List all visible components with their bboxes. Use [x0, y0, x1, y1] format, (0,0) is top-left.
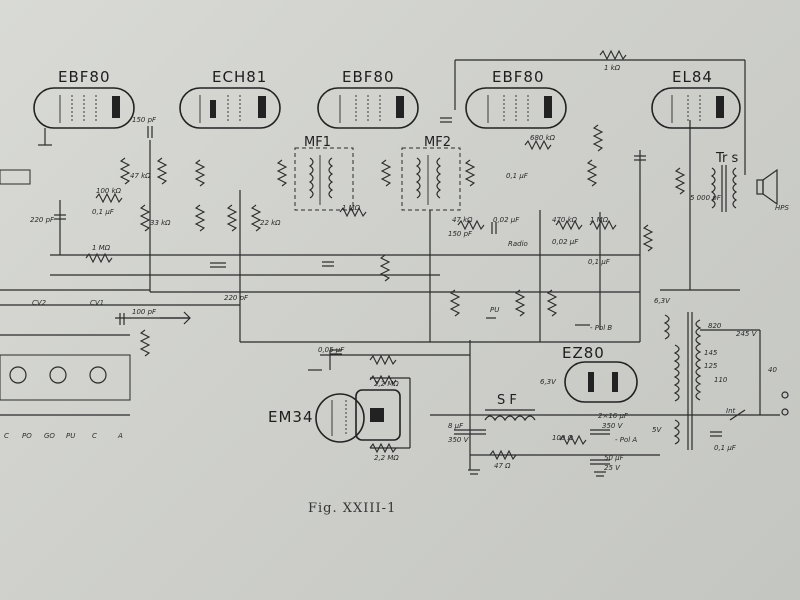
- block-labels: MF1 MF2 Tr s S F HPS CV2 CV1 Radio PU - …: [32, 135, 789, 444]
- label-6v3-b: 6,3V: [540, 378, 557, 386]
- tube-ebf80-b: [317, 87, 419, 129]
- value-47k: 47 kΩ: [130, 172, 151, 180]
- if-transformer-mf2: [401, 147, 461, 211]
- value-220pf: 220 pF: [30, 216, 55, 224]
- value-50uf: 50 µF: [604, 454, 625, 462]
- bottom-terminal-labels: C PO GO PU C A: [4, 432, 123, 440]
- label-cv2: CV2: [32, 299, 47, 307]
- if-transformer-mf1: [294, 147, 354, 211]
- terminal-label: PU: [66, 432, 75, 440]
- value-2-2mohm-b: 2,2 MΩ: [374, 454, 399, 462]
- value-150pf-b: 150 pF: [448, 230, 473, 238]
- terminal-label: A: [117, 432, 123, 440]
- value-0-1uf: 0,1 µF: [92, 208, 115, 216]
- value-47k-b: 47 kΩ: [452, 216, 473, 224]
- label-pu: PU: [490, 306, 499, 314]
- value-0-02uf: 0,02 µF: [493, 216, 520, 224]
- value-5000pf: 5 000 pF: [690, 194, 722, 202]
- label-el84: EL84: [672, 68, 713, 86]
- value-47ohm: 47 Ω: [494, 462, 511, 470]
- terminal-label: C: [92, 432, 97, 440]
- label-ech81: ECH81: [212, 68, 267, 86]
- power-transformer: [663, 312, 702, 450]
- value-1mohm-b: 1 MΩ: [342, 204, 361, 212]
- label-pol-b: - Pol B: [590, 324, 612, 332]
- tap-245v: 245 V: [736, 330, 758, 338]
- label-ez80: EZ80: [562, 344, 605, 362]
- tube-em34: [315, 389, 401, 443]
- label-trs: Tr s: [715, 151, 739, 166]
- terminal-label: C: [4, 432, 9, 440]
- value-470k: 470 kΩ: [552, 216, 578, 224]
- value-0-1uf-b: 0,1 µF: [506, 172, 529, 180]
- tube-el84: [651, 87, 741, 129]
- label-cv1: CV1: [90, 299, 104, 307]
- value-8uf: 8 µF: [448, 422, 464, 430]
- label-em34: EM34: [268, 408, 314, 426]
- value-0-1uf-d: 0,1 µF: [714, 444, 737, 452]
- label-int: Int: [726, 407, 736, 415]
- resistors: [85, 49, 686, 461]
- value-100pf: 100 pF: [132, 308, 157, 316]
- label-pol-a: - Pol A: [615, 436, 637, 444]
- tube-ez80: [564, 361, 638, 403]
- value-0-05uf: 0,05 µF: [318, 346, 345, 354]
- value-2-2mohm: 2,2 MΩ: [374, 380, 399, 388]
- terminal-label: PO: [22, 432, 32, 440]
- mains-plug-icon: [729, 391, 789, 421]
- oscillator-coils: [0, 169, 131, 401]
- value-350v: 350 V: [448, 436, 470, 444]
- tube-ebf80-a: [33, 87, 135, 146]
- label-ebf80-a: EBF80: [58, 68, 110, 86]
- value-350v-b: 350 V: [602, 422, 624, 430]
- figure-caption: Fig. XXIII-1: [308, 501, 396, 516]
- label-radio: Radio: [508, 240, 528, 248]
- value-22k: 22 kΩ: [260, 219, 281, 227]
- value-100ohm: 100 Ω: [552, 434, 574, 442]
- ground-symbols: [308, 317, 606, 477]
- value-0-1uf-c: 0,1 µF: [588, 258, 611, 266]
- value-1k: 1 kΩ: [604, 64, 621, 72]
- terminal-label: GO: [44, 432, 55, 440]
- label-sf: S F: [497, 393, 517, 408]
- value-680k: 680 kΩ: [530, 134, 556, 142]
- value-1mohm: 1 MΩ: [92, 244, 111, 252]
- label-mf2: MF2: [424, 135, 451, 150]
- tap-40: 40: [768, 366, 777, 374]
- label-hps: HPS: [775, 204, 789, 212]
- value-1mohm-c: 1 MΩ: [590, 216, 609, 224]
- tap-820: 820: [708, 322, 722, 330]
- value-0-02uf-b: 0,02 µF: [552, 238, 579, 246]
- tube-ech81: [179, 87, 281, 129]
- speaker-icon: [756, 168, 778, 206]
- output-transformer: [710, 165, 738, 212]
- value-33k: 33 kΩ: [150, 219, 171, 227]
- label-6v3-a: 6,3V: [654, 297, 671, 305]
- value-2x16uf: 2×16 µF: [598, 412, 629, 420]
- value-150pf: 150 pF: [132, 116, 157, 124]
- tube-labels: EBF80 ECH81 EBF80 EBF80 EL84 EZ80 EM34: [58, 68, 713, 426]
- tap-145: 145: [704, 349, 718, 357]
- label-mf1: MF1: [304, 135, 331, 150]
- component-values: 150 pF 150 pF 1 MΩ 1 MΩ 1 MΩ 100 kΩ 47 k…: [30, 64, 777, 472]
- value-220pf-b: 220 pF: [224, 294, 249, 302]
- value-100k: 100 kΩ: [96, 187, 122, 195]
- antenna-arrow-icon: [160, 311, 191, 325]
- label-ebf80-c: EBF80: [492, 68, 544, 86]
- tap-125: 125: [704, 362, 718, 370]
- label-5v: 5V: [652, 426, 662, 434]
- capacitors: [54, 117, 722, 465]
- bus-wires: [0, 59, 780, 470]
- filter-choke-sf: [484, 409, 536, 422]
- tap-110: 110: [714, 376, 728, 384]
- tube-ebf80-c: [465, 87, 567, 129]
- value-25v: 25 V: [604, 464, 621, 472]
- label-ebf80-b: EBF80: [342, 68, 394, 86]
